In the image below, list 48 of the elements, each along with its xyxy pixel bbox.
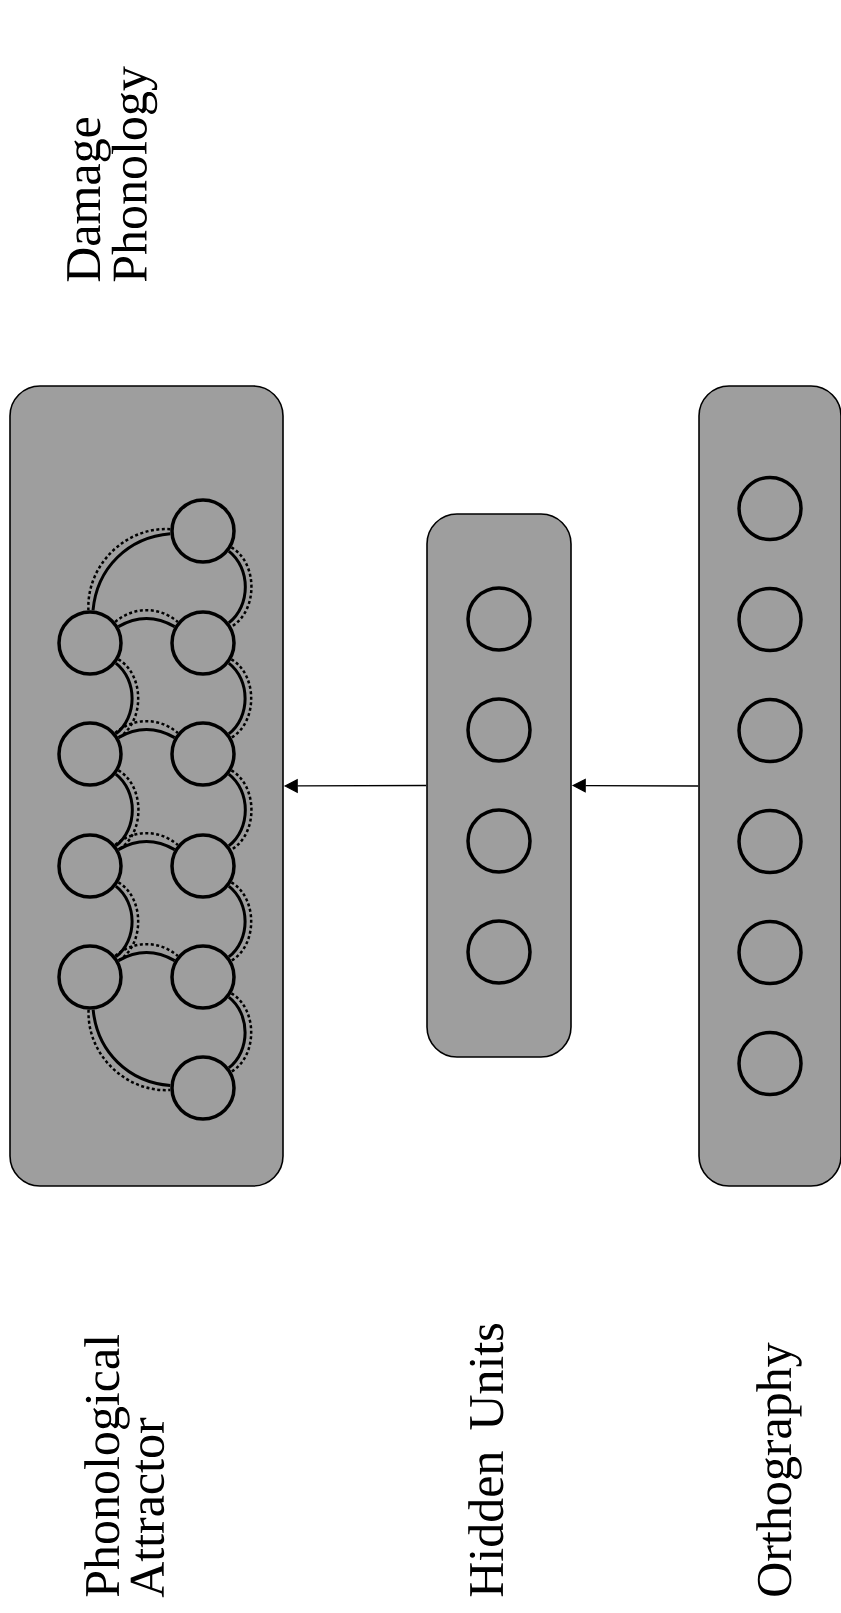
- unit-circle: [57, 721, 123, 787]
- connection-line: [117, 727, 176, 739]
- unit-circle: [466, 919, 532, 985]
- connection-line: [114, 943, 179, 957]
- unit-circle: [737, 808, 803, 875]
- unit-circle: [170, 721, 236, 787]
- connection-line: [114, 885, 134, 958]
- unit-circle: [737, 1030, 803, 1097]
- unit-circle: [170, 1055, 236, 1121]
- connection-line: [117, 616, 176, 628]
- connection-line: [230, 658, 253, 739]
- unit-circle: [170, 944, 236, 1010]
- unit-circle: [466, 586, 532, 652]
- connection-line: [227, 662, 247, 735]
- connection-line: [227, 885, 247, 958]
- unit-circle: [57, 833, 123, 899]
- connection-line: [227, 773, 247, 847]
- layer-box: [9, 385, 284, 1187]
- connection-line: [230, 546, 253, 628]
- unit-circle: [466, 697, 532, 763]
- connection-line: [114, 662, 134, 735]
- layer-box: [426, 513, 572, 1058]
- connection-line: [114, 720, 179, 734]
- connection-line: [117, 950, 176, 962]
- connection-line: [230, 769, 253, 851]
- connection-line: [114, 832, 179, 846]
- unit-circle: [737, 697, 803, 764]
- connection-line: [230, 992, 253, 1073]
- connection-line: [114, 609, 179, 623]
- connection-line: [117, 839, 176, 851]
- connection-line: [227, 550, 247, 624]
- unit-circle: [170, 498, 236, 564]
- unit-circle: [737, 919, 803, 986]
- unit-circle: [737, 586, 803, 653]
- connection-line: [114, 773, 134, 847]
- unit-circle: [57, 944, 123, 1010]
- connection-line: [230, 881, 253, 962]
- layer-label: Hidden Units: [468, 1324, 504, 1597]
- unit-circle: [170, 833, 236, 899]
- unit-circle: [57, 610, 123, 676]
- unit-circle: [737, 475, 803, 542]
- layer-box: [698, 385, 841, 1187]
- layer-label: Damage Phonology: [67, 66, 158, 282]
- unit-circle: [466, 808, 532, 874]
- unit-circle: [170, 610, 236, 676]
- layer-label: Phonological Attractor: [84, 1334, 165, 1598]
- layer-label: Orthography: [756, 1342, 802, 1596]
- connection-line: [227, 996, 247, 1069]
